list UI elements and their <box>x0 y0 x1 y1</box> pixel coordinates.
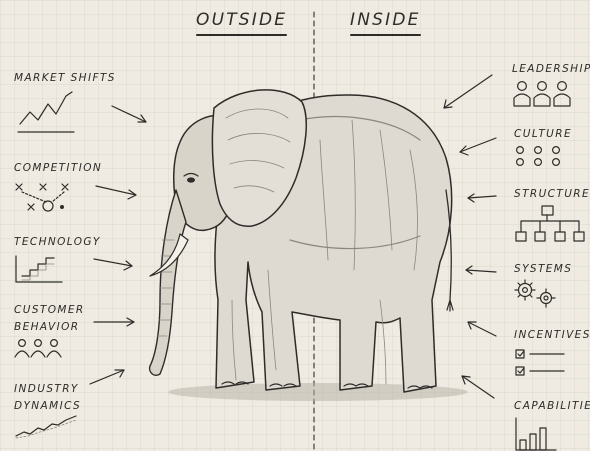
leaders-icon <box>514 82 570 106</box>
strategy-diagram-icon <box>16 184 68 211</box>
checklist-icon <box>516 350 564 375</box>
step-chart-icon <box>16 256 62 282</box>
gears-icon <box>515 280 555 307</box>
line-chart-icon <box>18 92 74 132</box>
elephant-illustration <box>150 90 468 401</box>
people-icon <box>15 340 61 357</box>
org-chart-icon <box>516 206 584 241</box>
trend-line-icon <box>16 416 76 438</box>
outside-arrows <box>90 106 146 384</box>
dots-grid-icon <box>517 147 560 166</box>
inside-arrows <box>444 75 496 398</box>
bar-chart-icon <box>516 418 556 450</box>
